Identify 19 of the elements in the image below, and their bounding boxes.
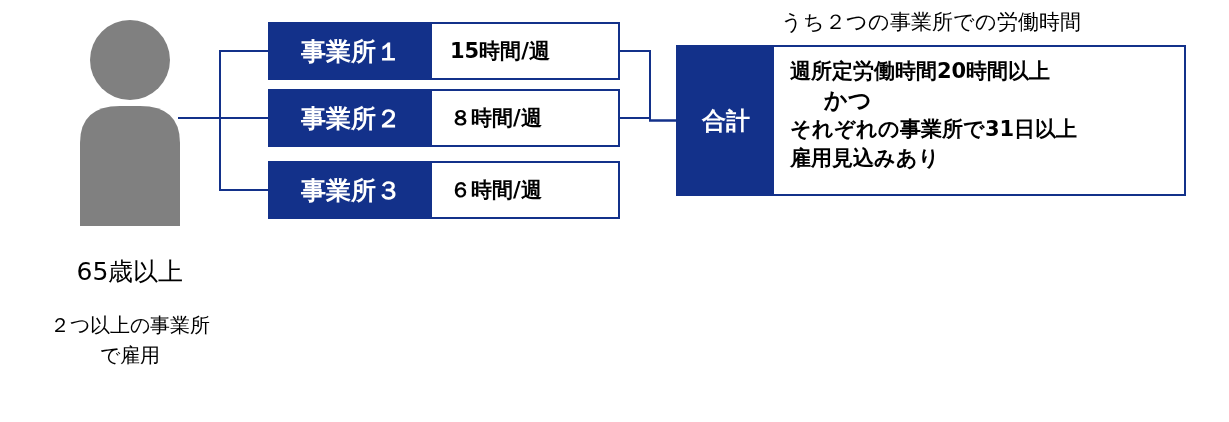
total-label: 合計 [678, 47, 774, 194]
office-box [268, 22, 620, 80]
condition-text: かつ [824, 86, 872, 115]
office-name: 事業所１ [270, 24, 432, 78]
condition-text: 週所定労働時間20時間以上 [790, 58, 1051, 85]
office-box [268, 89, 620, 147]
hours-text: 15時間/週 [449, 38, 550, 65]
office-name: 事業所３ [270, 163, 432, 217]
hours-text: ８時間/週 [449, 105, 542, 132]
hours-text: ６時間/週 [449, 177, 542, 204]
summary-box [676, 45, 1186, 196]
node-label: うち２つの事業所での労働時間 [780, 9, 1082, 36]
office-box [268, 161, 620, 219]
condition-text: それぞれの事業所で31日以上 [790, 116, 1078, 143]
office-name: 事業所２ [270, 91, 432, 145]
node-label: 65歳以上 [75, 256, 185, 288]
node-label: ２つ以上の事業所で雇用 [50, 312, 210, 369]
condition-text: 雇用見込みあり [790, 145, 940, 172]
connector-line [619, 117, 677, 122]
